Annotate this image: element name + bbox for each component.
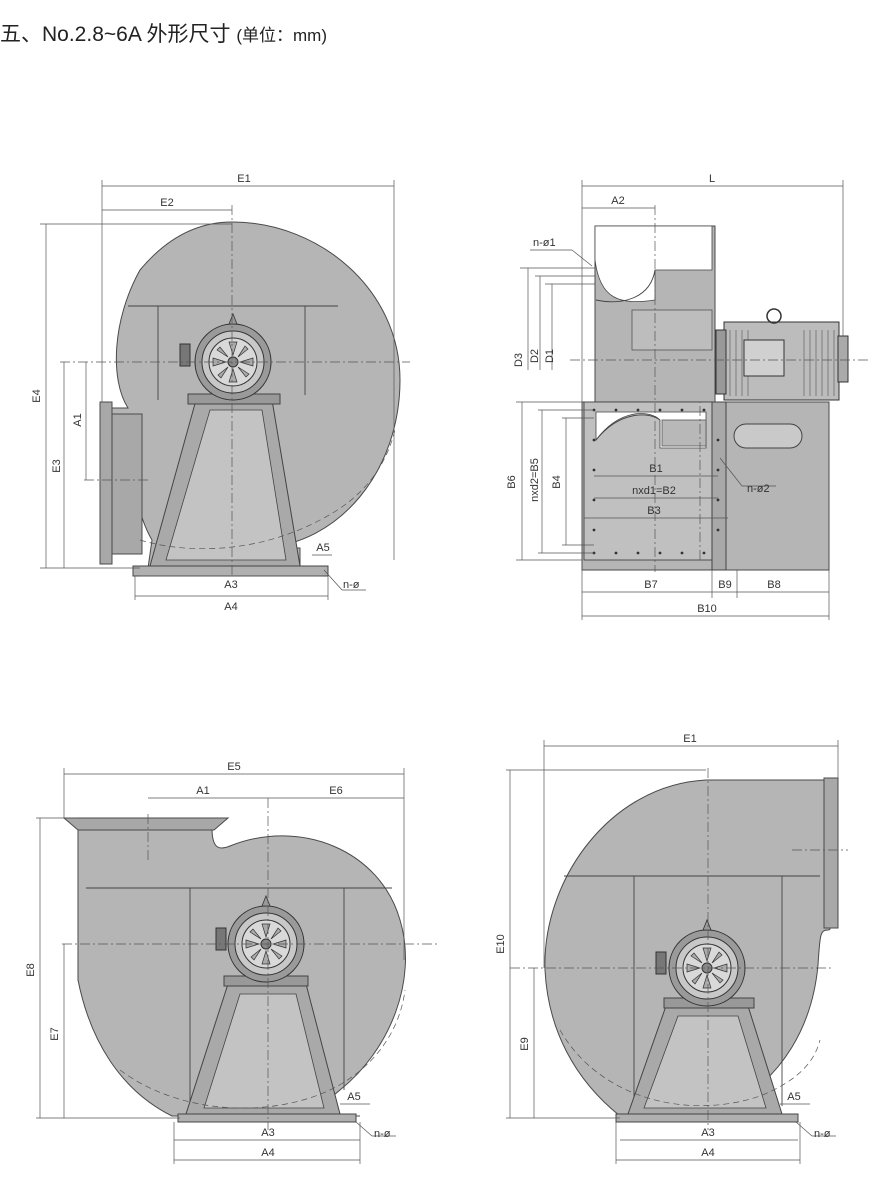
label-a4: A4 <box>224 601 237 613</box>
view-top-outlet: E5 A1 E6 E8 E7 A3 A4 A5 n-ø <box>25 761 440 1164</box>
label-hole: n-ø <box>374 1128 391 1140</box>
label-l: L <box>709 173 715 185</box>
label-a1: A1 <box>72 413 84 426</box>
label-a5: A5 <box>316 542 329 554</box>
label-b9: B9 <box>718 579 731 591</box>
label-hole2: n-ø2 <box>747 483 770 495</box>
label-b1: B1 <box>649 463 662 475</box>
label-e9: E9 <box>519 1037 531 1050</box>
label-d2: D2 <box>529 349 541 363</box>
label-a3: A3 <box>261 1127 274 1139</box>
title-main: 五、No.2.8~6A 外形尺寸 <box>0 23 231 46</box>
label-e8: E8 <box>25 963 37 976</box>
label-e1: E1 <box>683 733 696 745</box>
label-b2: nxd1=B2 <box>632 485 676 497</box>
label-a3: A3 <box>224 579 237 591</box>
label-e3: E3 <box>51 459 63 472</box>
label-b10: B10 <box>697 603 717 615</box>
label-b3: B3 <box>647 505 660 517</box>
label-a5: A5 <box>347 1091 360 1103</box>
label-hole1: n-ø1 <box>533 237 556 249</box>
label-a4: A4 <box>701 1147 714 1159</box>
page-title: 五、No.2.8~6A 外形尺寸 (单位：mm) <box>0 18 327 48</box>
view-side: L A2 n-ø1 D3 D2 D1 B6 nxd2=B5 B4 B1 nxd1… <box>506 173 868 620</box>
label-e4: E4 <box>31 389 43 402</box>
label-e10: E10 <box>495 934 507 954</box>
label-a1: A1 <box>196 785 209 797</box>
label-b6: B6 <box>506 475 518 488</box>
title-unit: (单位：mm) <box>236 26 327 45</box>
label-b5: nxd2=B5 <box>529 458 541 502</box>
view-front-right: E1 E10 E9 A3 A4 A5 n-ø <box>495 733 848 1164</box>
label-b7: B7 <box>644 579 657 591</box>
view-front-left: E1 E2 E4 E3 A1 A3 A4 A5 n-ø <box>31 173 410 613</box>
label-d3: D3 <box>513 353 525 367</box>
label-b4: B4 <box>551 475 563 488</box>
label-b8: B8 <box>767 579 780 591</box>
label-e5: E5 <box>227 761 240 773</box>
label-d1: D1 <box>544 349 556 363</box>
label-e7: E7 <box>49 1027 61 1040</box>
label-a2: A2 <box>611 195 624 207</box>
label-e2: E2 <box>160 197 173 209</box>
label-a5: A5 <box>787 1091 800 1103</box>
label-e6: E6 <box>329 785 342 797</box>
label-hole: n-ø <box>343 579 360 591</box>
label-e1: E1 <box>237 173 250 185</box>
label-a4: A4 <box>261 1147 274 1159</box>
label-hole: n-ø <box>814 1128 831 1140</box>
label-a3: A3 <box>701 1127 714 1139</box>
